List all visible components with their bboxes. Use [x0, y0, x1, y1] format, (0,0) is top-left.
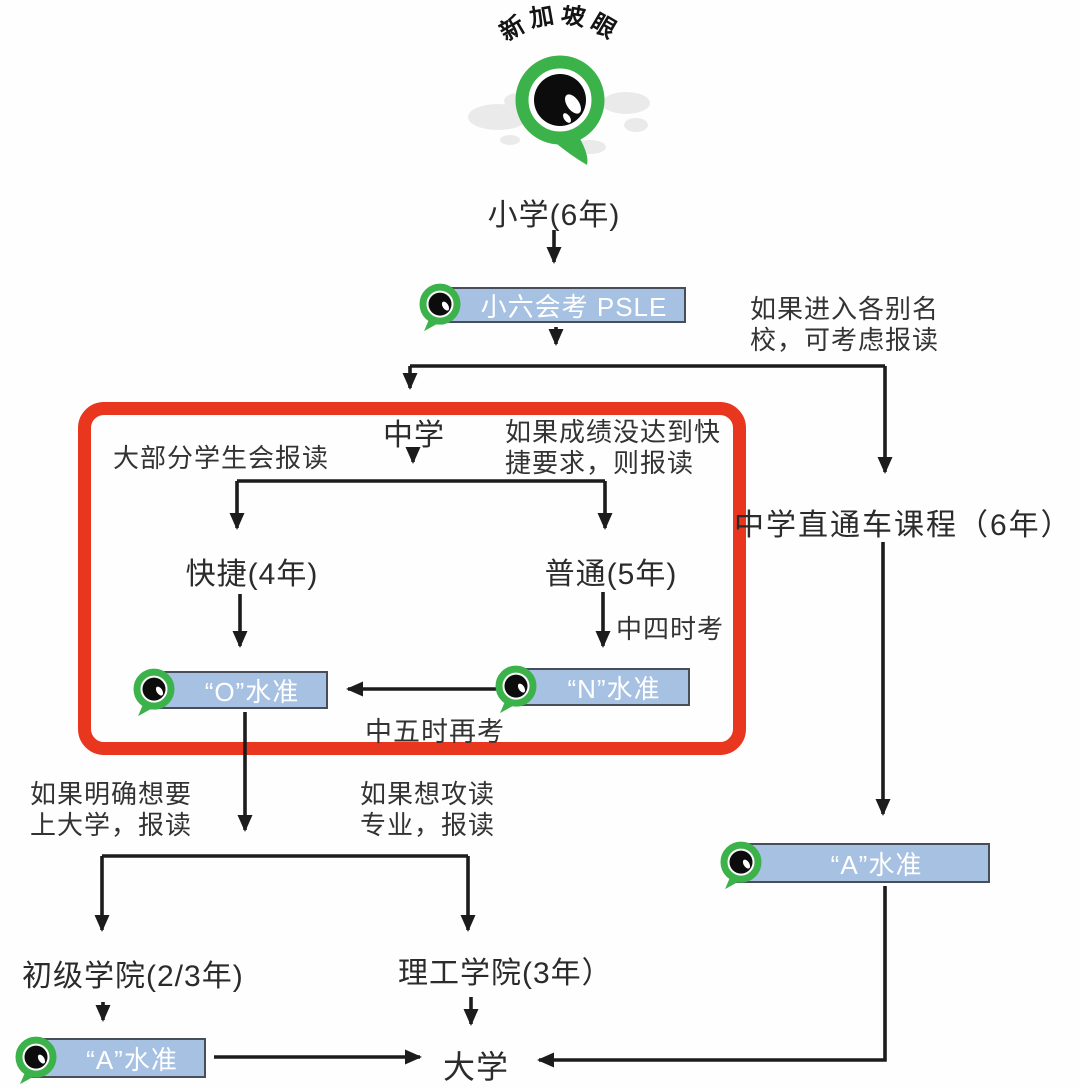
eye-pupil	[534, 74, 586, 126]
annotation-majority: 大部分学生会报读	[113, 443, 330, 473]
annotation-not-express: 如果成绩没达到快 捷要求，则报读	[505, 417, 722, 478]
n-level-label: “N”水准	[567, 673, 661, 704]
normal-stream-label: 普通(5年)	[544, 558, 678, 591]
eye-highlight-small	[563, 113, 571, 123]
university-label: 大学	[443, 1049, 510, 1085]
junior-college-label: 初级学院(2/3年)	[22, 960, 244, 993]
a-level-left-box: “A”水准	[15, 1036, 206, 1085]
a-level-right-label: “A”水准	[830, 849, 923, 880]
annotation-elite-school: 如果进入各别名 校，可考虑报读	[750, 294, 940, 355]
eye-highlight	[565, 94, 581, 114]
psle-box: 小六会考 PSLE	[419, 283, 686, 332]
express-stream-label: 快捷(4年)	[185, 558, 319, 591]
o-level-label: “O”水准	[204, 676, 300, 707]
psle-label: 小六会考 PSLE	[480, 291, 668, 322]
world-map-watermark	[468, 92, 650, 154]
a-level-left-label: “A”水准	[86, 1044, 178, 1075]
annotation-want-professional: 如果想攻读 专业，报读	[360, 779, 496, 840]
a-level-right-box: “A”水准	[720, 841, 990, 890]
annotation-want-university: 如果明确想要 上大学，报读	[30, 779, 193, 840]
annotation-sec5-exam: 中五时再考	[365, 717, 505, 747]
connector-a-right-to-university	[537, 886, 887, 1068]
brand-logo: 新加坡眼	[468, 5, 650, 165]
o-level-box: “O”水准	[133, 668, 328, 717]
polytechnic-label: 理工学院(3年）	[398, 957, 613, 990]
ip-track-label: 中学直通车课程（6年）	[734, 509, 1073, 542]
annotation-sec4-exam: 中四时考	[616, 614, 725, 644]
n-level-box: “N”水准	[495, 665, 690, 714]
secondary-school-label: 中学	[383, 419, 445, 452]
primary-school-label: 小学(6年)	[487, 199, 621, 232]
